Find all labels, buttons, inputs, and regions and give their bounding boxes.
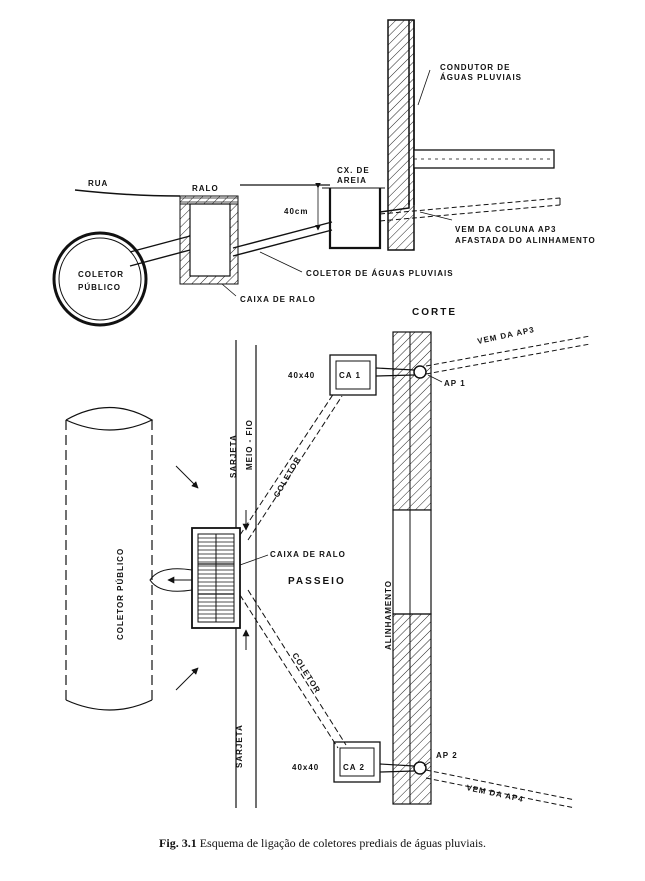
plan-view: VEM DA AP3 40x40 CA 1 AP 1 SARJETA MEIO … bbox=[65, 325, 591, 809]
collector-ca2 bbox=[239, 594, 339, 749]
section-collector bbox=[232, 221, 333, 249]
label-vem-coluna-1: VEM DA COLUNA AP3 bbox=[455, 225, 556, 234]
ap2-pipe bbox=[413, 761, 427, 775]
ca1-box bbox=[329, 354, 377, 396]
label-rua: RUA bbox=[88, 179, 108, 188]
label-coletor-publico-vert: COLETOR PÚBLICO bbox=[116, 548, 125, 640]
ap1-pipe bbox=[413, 365, 427, 379]
caption-number: Fig. 3.1 bbox=[159, 836, 197, 850]
plan-pipe-from-ap4 bbox=[425, 769, 576, 801]
ralo-grate bbox=[179, 195, 239, 205]
public-collector-circle bbox=[52, 231, 148, 327]
collector-ca1 bbox=[239, 392, 335, 536]
label-ap1: AP 1 bbox=[444, 379, 466, 388]
label-coletor-publico-1: COLETOR bbox=[78, 270, 124, 279]
label-coletor-top: COLETOR bbox=[272, 455, 303, 499]
caption-text: Esquema de ligação de coletores prediais… bbox=[199, 836, 486, 850]
label-caixa-areia-1: CX. DE bbox=[337, 166, 370, 175]
label-caixa-areia-2: AREIA bbox=[337, 176, 367, 185]
label-ca2: CA 2 bbox=[343, 763, 365, 772]
label-coletor-aguas: COLETOR DE ÁGUAS PLUVIAIS bbox=[306, 269, 454, 278]
label-sarjeta-bottom: SARJETA bbox=[235, 724, 244, 768]
label-vem-coluna-2: AFASTADA DO ALINHAMENTO bbox=[455, 236, 596, 245]
label-ap2: AP 2 bbox=[436, 751, 458, 760]
section-wall bbox=[387, 19, 415, 251]
label-vem-ap3: VEM DA AP3 bbox=[477, 325, 536, 346]
label-caixa-ralo-plan: CAIXA DE RALO bbox=[270, 550, 346, 559]
label-alinhamento: ALINHAMENTO bbox=[384, 580, 393, 650]
label-condutor-2: ÁGUAS PLUVIAIS bbox=[440, 73, 522, 82]
plan-wall-opening bbox=[392, 509, 432, 615]
plan-wall-bottom bbox=[392, 613, 432, 805]
sand-box bbox=[328, 188, 382, 250]
label-dim-40cm: 40cm bbox=[284, 207, 308, 216]
label-vem-ap4: VEM DA AP4 bbox=[466, 783, 525, 804]
ca2-box bbox=[333, 741, 381, 783]
label-coletor-publico-2: PÚBLICO bbox=[78, 283, 121, 292]
plan-pipe-from-ap3 bbox=[425, 335, 591, 367]
plan-wall-top bbox=[392, 331, 432, 511]
label-meio-fio: MEIO - FIO bbox=[245, 419, 254, 470]
section-view: CONDUTOR DE ÁGUAS PLUVIAIS RUA RALO CX. … bbox=[52, 19, 596, 327]
label-ca2-size: 40x40 bbox=[292, 763, 319, 772]
label-ca1-size: 40x40 bbox=[288, 371, 315, 380]
label-caixa-ralo-section: CAIXA DE RALO bbox=[240, 295, 316, 304]
label-corte: CORTE bbox=[412, 307, 457, 318]
label-ca1: CA 1 bbox=[339, 371, 361, 380]
label-sarjeta-top: SARJETA bbox=[229, 434, 238, 478]
figure-caption: Fig. 3.1 Esquema de ligação de coletores… bbox=[0, 836, 645, 851]
label-ralo: RALO bbox=[192, 184, 219, 193]
label-passeio: PASSEIO bbox=[288, 576, 346, 587]
label-condutor-1: CONDUTOR DE bbox=[440, 63, 510, 72]
label-coletor-bottom: COLETOR bbox=[290, 651, 322, 695]
pipe-from-ap3 bbox=[379, 197, 561, 215]
